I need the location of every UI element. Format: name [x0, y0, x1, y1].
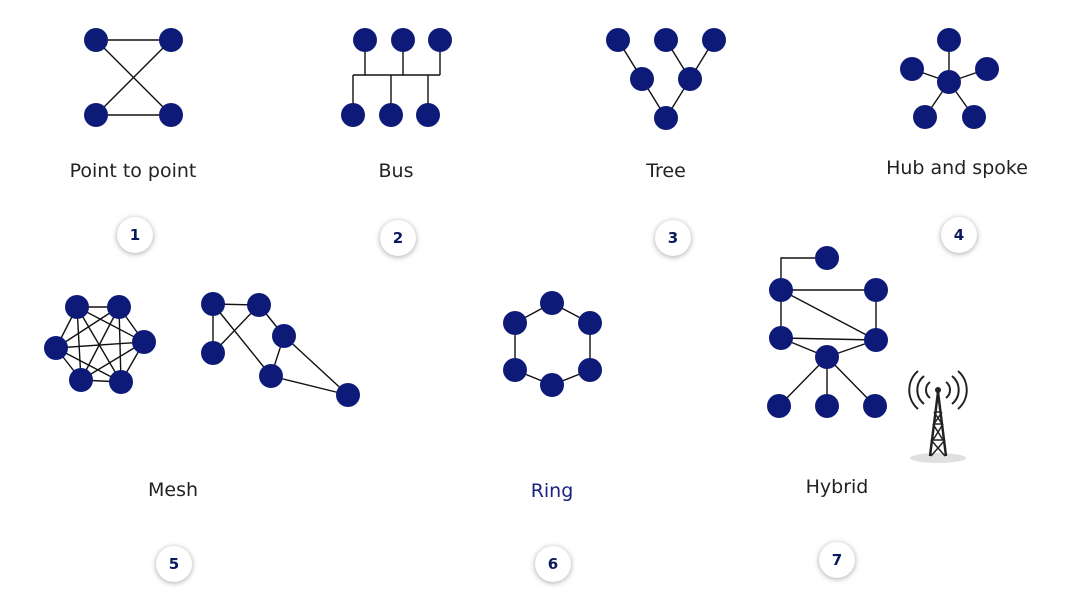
node — [913, 105, 937, 129]
node — [815, 394, 839, 418]
number-badge-7: 7 — [819, 542, 855, 578]
node — [606, 28, 630, 52]
link — [283, 335, 349, 396]
node — [962, 105, 986, 129]
link — [780, 289, 877, 341]
node — [769, 326, 793, 350]
node — [159, 103, 183, 127]
node — [540, 373, 564, 397]
link — [76, 306, 82, 381]
point-to-point-graphic — [84, 28, 183, 127]
node — [336, 383, 360, 407]
radio-tower-icon — [908, 370, 968, 463]
link — [780, 337, 877, 341]
node — [247, 293, 271, 317]
link — [212, 303, 272, 377]
node — [975, 57, 999, 81]
node — [654, 28, 678, 52]
node — [272, 324, 296, 348]
node — [678, 67, 702, 91]
node — [428, 28, 452, 52]
link — [55, 306, 120, 349]
link — [270, 375, 349, 396]
link — [80, 306, 120, 381]
mesh-label: Mesh — [147, 479, 199, 501]
node — [767, 394, 791, 418]
node — [44, 336, 68, 360]
node — [769, 278, 793, 302]
link — [95, 39, 172, 116]
node — [654, 106, 678, 130]
hub-and-spoke-graphic — [900, 28, 999, 129]
bus-label: Bus — [378, 160, 414, 182]
number-badge-3: 3 — [655, 220, 691, 256]
node — [353, 28, 377, 52]
hub-and-spoke-label: Hub and spoke — [886, 157, 1028, 179]
node — [937, 70, 961, 94]
node — [864, 328, 888, 352]
node — [84, 103, 108, 127]
node — [503, 311, 527, 335]
hybrid-graphic — [767, 246, 888, 418]
node — [65, 295, 89, 319]
node — [84, 28, 108, 52]
node — [109, 370, 133, 394]
node — [578, 311, 602, 335]
link — [118, 306, 122, 383]
number-badge-5: 5 — [156, 546, 192, 582]
number-badge-6: 6 — [535, 546, 571, 582]
node — [416, 103, 440, 127]
node — [815, 246, 839, 270]
link — [80, 341, 145, 381]
node — [937, 28, 961, 52]
node — [540, 291, 564, 315]
node — [815, 345, 839, 369]
node — [630, 67, 654, 91]
node — [132, 330, 156, 354]
node — [159, 28, 183, 52]
node — [201, 292, 225, 316]
node — [864, 278, 888, 302]
node — [900, 57, 924, 81]
node — [201, 341, 225, 365]
node — [503, 358, 527, 382]
hybrid-label: Hybrid — [805, 476, 869, 498]
ring-graphic — [503, 291, 602, 397]
node — [69, 368, 93, 392]
number-badge-4: 4 — [941, 217, 977, 253]
ring-label: Ring — [530, 480, 574, 502]
number-badge-2: 2 — [380, 220, 416, 256]
node — [863, 394, 887, 418]
node — [702, 28, 726, 52]
node — [391, 28, 415, 52]
number-badge-1: 1 — [117, 217, 153, 253]
node — [107, 295, 131, 319]
node — [379, 103, 403, 127]
tree-label: Tree — [646, 160, 686, 182]
node — [341, 103, 365, 127]
tree-graphic — [606, 28, 726, 130]
mesh-graphic — [44, 292, 360, 407]
bus-graphic — [341, 28, 452, 127]
link — [55, 347, 122, 383]
node — [259, 364, 283, 388]
point-to-point-label: Point to point — [69, 160, 197, 182]
node — [578, 358, 602, 382]
link — [55, 341, 145, 349]
